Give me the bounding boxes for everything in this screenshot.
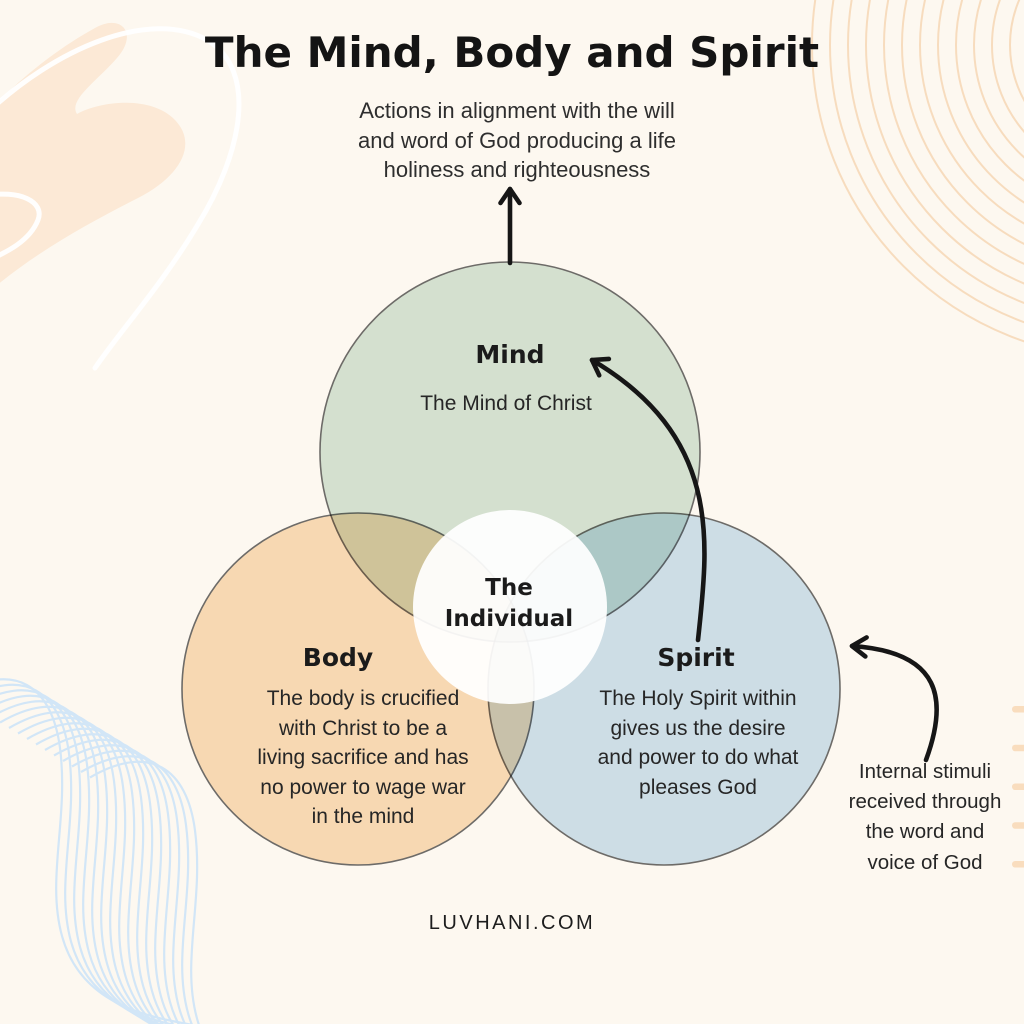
- spirit-description-line: and power to do what: [597, 746, 799, 769]
- deco-waves-bottomleft: [0, 678, 201, 1024]
- spirit-description: The Holy Spirit within gives us the desi…: [598, 684, 799, 802]
- spirit-description-line: gives us the desire: [610, 716, 786, 740]
- mind-description: The Mind of Christ: [420, 392, 592, 415]
- center-label: The Individual: [445, 573, 573, 635]
- deco-dashes-right: [1012, 706, 1024, 868]
- center-label-line: The: [485, 575, 533, 601]
- body-description-line: The body is crucified: [266, 687, 460, 710]
- peach-blob-shape: [0, 22, 186, 283]
- subtitle-line: Actions in alignment with the will: [359, 98, 675, 123]
- body-description-line: living sacrifice and has: [257, 746, 469, 769]
- body-description-line: in the mind: [311, 805, 415, 828]
- subtitle-line: and word of God producing a life: [358, 127, 676, 153]
- right-note-line: the word and: [865, 820, 985, 844]
- white-swirl-line: [0, 26, 242, 371]
- body-description-line: with Christ to be a: [278, 716, 448, 740]
- white-swirl-loop: [0, 191, 42, 258]
- center-circle: [413, 510, 607, 704]
- body-description-line: no power to wage war: [260, 775, 466, 799]
- arrow-note-to-spirit: [849, 635, 939, 763]
- footer-website: LUVHANI.COM: [428, 912, 596, 934]
- mind-label: Mind: [475, 340, 545, 369]
- spirit-label: Spirit: [657, 643, 735, 672]
- right-note: Internal stimuli received through the wo…: [849, 757, 1002, 878]
- page-subtitle: Actions in alignment with the will and w…: [358, 96, 676, 185]
- spirit-description-line: pleases God: [639, 775, 757, 799]
- body-label: Body: [302, 643, 374, 672]
- center-label-line: Individual: [444, 606, 574, 632]
- right-note-line: Internal stimuli: [858, 760, 992, 783]
- page-title: The Mind, Body and Spirit: [204, 28, 820, 77]
- right-note-line: voice of God: [867, 850, 983, 874]
- body-description: The body is crucified with Christ to be …: [257, 684, 468, 832]
- arrow-spirit-to-mind: [589, 356, 707, 643]
- annotation-arrows: [498, 186, 939, 763]
- spirit-description-line: The Holy Spirit within: [599, 687, 797, 710]
- deco-arcs-topright: [811, 0, 1024, 343]
- deco-blob-topleft: [0, 22, 242, 371]
- right-note-line: received through: [848, 790, 1002, 814]
- subtitle-line: holiness and righteousness: [383, 157, 651, 182]
